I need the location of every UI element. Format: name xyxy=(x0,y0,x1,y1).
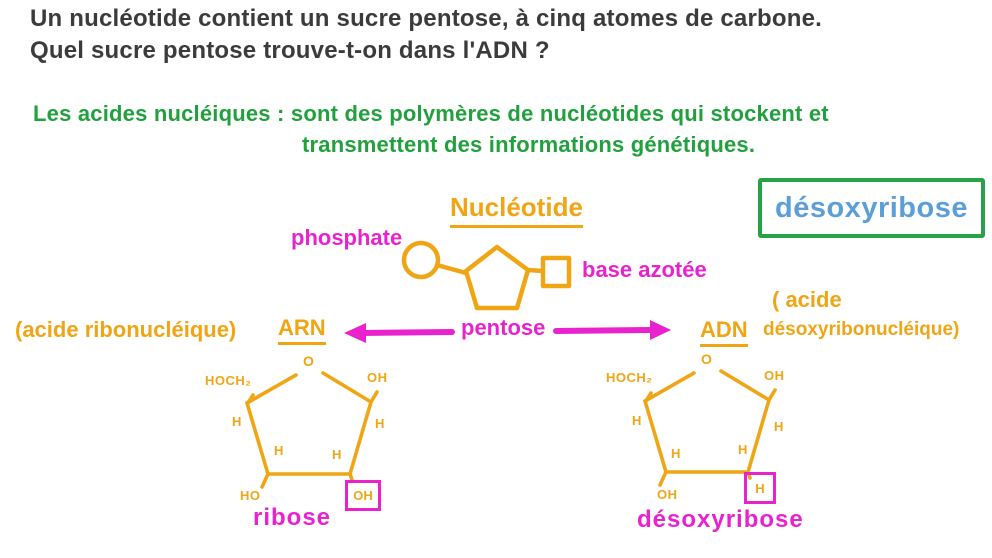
desoxyribose-boxed-group: H xyxy=(755,480,765,496)
answer-box: désoxyribose xyxy=(758,178,985,238)
phosphate-circle xyxy=(401,240,441,280)
question-line-1: Un nucléotide contient un sucre pentose,… xyxy=(30,5,823,32)
ribose-o-label: O xyxy=(303,353,314,369)
ribose-name: ribose xyxy=(253,504,332,531)
base-bond xyxy=(525,267,546,274)
adn-abbr: ADN xyxy=(700,317,748,348)
ribose-boxed-group: OH xyxy=(353,488,373,503)
ribose-oh-top-label: OH xyxy=(367,370,388,385)
arn-abbr: ARN xyxy=(278,315,326,346)
desoxyribose-highlight-box: H xyxy=(744,472,776,504)
arn-full-name: (acide ribonucléique) xyxy=(15,317,237,342)
desoxyribose-h-bottom-right-label: H xyxy=(738,442,748,457)
phosphate-bond xyxy=(434,262,469,276)
ribose-hoch2-label: HOCH₂ xyxy=(205,373,252,388)
ribose-ho-bottom-label: HO xyxy=(240,488,261,503)
desoxyribose-h-left-label: H xyxy=(632,413,642,428)
ribose-highlight-box: OH xyxy=(345,480,381,511)
adn-name-pre: ( acide xyxy=(772,287,842,312)
definition-line-1: Les acides nucléiques : sont des polymèr… xyxy=(33,101,829,126)
ribose-ring xyxy=(245,371,379,489)
answer-label: désoxyribose xyxy=(775,191,968,224)
desoxyribose-name: désoxyribose xyxy=(637,506,804,533)
base-label: base azotée xyxy=(582,257,707,282)
arrow-right-head xyxy=(650,320,671,340)
ribose-h-bottom-right-label: H xyxy=(332,447,342,462)
desoxyribose-h-bottom-left-label: H xyxy=(671,446,681,461)
arrow-left-head xyxy=(344,323,366,343)
desoxyribose-h-right-label: H xyxy=(774,419,784,434)
base-square xyxy=(540,255,572,289)
arrow-right-line xyxy=(553,327,656,334)
desoxyribose-o-label: O xyxy=(701,351,712,367)
phosphate-label: phosphate xyxy=(291,225,403,250)
ribose-h-left-label: H xyxy=(232,414,242,429)
ribose-h-bottom-left-label: H xyxy=(274,443,284,458)
ribose-h-right-label: H xyxy=(375,416,385,431)
pentose-pentagon xyxy=(463,244,531,311)
pentose-label: pentose xyxy=(461,315,546,340)
desoxyribose-oh-bottom-label: OH xyxy=(657,487,678,502)
desoxyribose-hoch2-label: HOCH₂ xyxy=(606,370,653,385)
arrow-left-line xyxy=(357,329,455,336)
definition-line-2: transmettent des informations génétiques… xyxy=(302,132,756,157)
desoxyribose-oh-top-label: OH xyxy=(764,368,785,383)
question-line-2: Quel sucre pentose trouve-t-on dans l'AD… xyxy=(30,37,550,64)
nucleotide-title: Nucléotide xyxy=(450,193,583,228)
adn-name-post: désoxyribonucléique) xyxy=(763,319,960,340)
desoxyribose-ring xyxy=(643,369,777,487)
